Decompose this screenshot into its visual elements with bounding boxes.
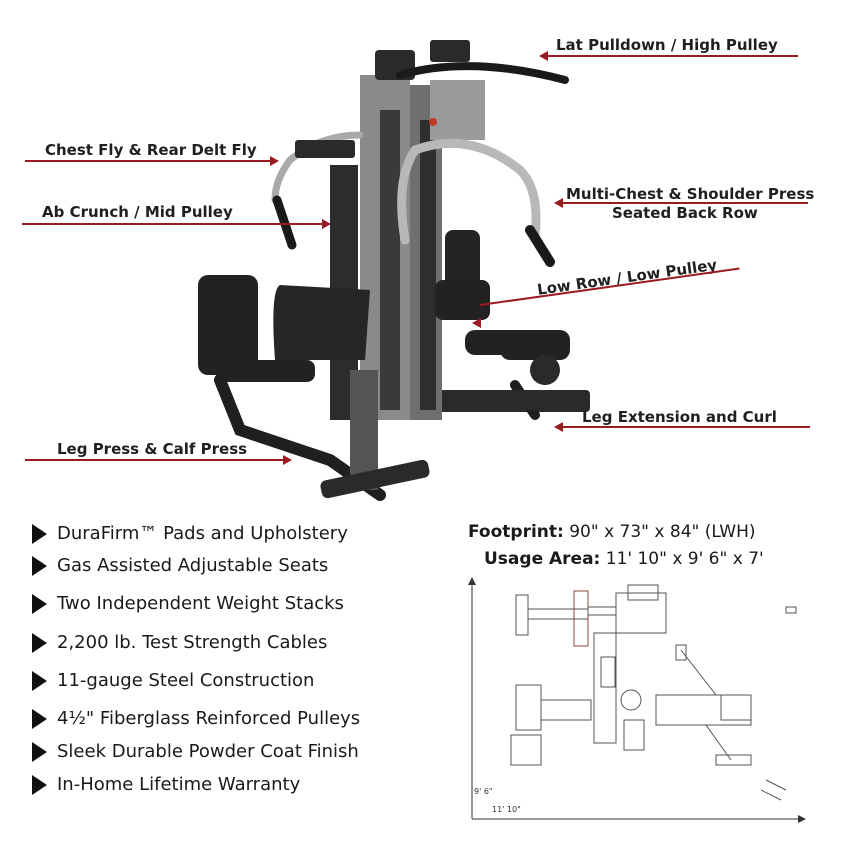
callout-chest-fly: Chest Fly & Rear Delt Fly bbox=[45, 141, 257, 159]
bullet-triangle-icon bbox=[32, 708, 47, 729]
arrow-icon bbox=[322, 219, 331, 229]
arrow-icon bbox=[554, 198, 563, 208]
callout-leg-extension: Leg Extension and Curl bbox=[582, 408, 777, 426]
callout-line-multi-chest bbox=[563, 202, 808, 204]
callout-line-leg-press bbox=[25, 459, 283, 461]
callout-line-leg-extension bbox=[563, 426, 810, 428]
callout-seated-back-row: Seated Back Row bbox=[612, 204, 758, 222]
usage-area-value: 11' 10" x 9' 6" x 7' bbox=[605, 549, 764, 569]
feature-item: Gas Assisted Adjustable Seats bbox=[32, 555, 328, 576]
feature-item: Two Independent Weight Stacks bbox=[32, 593, 344, 614]
callout-lat-pulldown: Lat Pulldown / High Pulley bbox=[556, 36, 778, 54]
usage-area-label: Usage Area: bbox=[484, 549, 601, 569]
feature-item: In-Home Lifetime Warranty bbox=[32, 774, 300, 795]
feature-item: 4½" Fiberglass Reinforced Pulleys bbox=[32, 708, 360, 729]
usage-area-line: Usage Area: 11' 10" x 9' 6" x 7' bbox=[484, 549, 764, 569]
home-gym-illustration bbox=[198, 40, 590, 501]
feature-item: DuraFirm™ Pads and Upholstery bbox=[32, 523, 348, 544]
arrow-icon bbox=[539, 51, 548, 61]
callout-leg-press: Leg Press & Calf Press bbox=[57, 440, 248, 458]
bullet-triangle-icon bbox=[32, 593, 47, 614]
feature-item: 2,200 lb. Test Strength Cables bbox=[32, 632, 327, 653]
bullet-triangle-icon bbox=[32, 774, 47, 795]
footprint-label: Footprint: bbox=[468, 522, 564, 542]
bullet-triangle-icon bbox=[32, 632, 47, 653]
footprint-diagram bbox=[468, 577, 806, 823]
callout-line-ab-crunch bbox=[22, 223, 322, 225]
arrow-icon bbox=[270, 156, 279, 166]
footprint-value: 90" x 73" x 84" (LWH) bbox=[569, 522, 756, 542]
arrow-icon bbox=[554, 422, 563, 432]
feature-item: Sleek Durable Powder Coat Finish bbox=[32, 741, 359, 762]
bullet-triangle-icon bbox=[32, 555, 47, 576]
bullet-triangle-icon bbox=[32, 741, 47, 762]
bullet-triangle-icon bbox=[32, 523, 47, 544]
arrow-icon bbox=[472, 318, 481, 328]
diagram-width-label: 11' 10" bbox=[492, 805, 521, 814]
diagram-height-label: 9' 6" bbox=[474, 787, 493, 796]
feature-item: 11-gauge Steel Construction bbox=[32, 670, 314, 691]
callout-ab-crunch: Ab Crunch / Mid Pulley bbox=[42, 203, 233, 221]
callout-line-lat-pulldown bbox=[548, 55, 798, 57]
callout-multi-chest: Multi-Chest & Shoulder Press bbox=[566, 185, 815, 203]
arrow-icon bbox=[283, 455, 292, 465]
footprint-line: Footprint: 90" x 73" x 84" (LWH) bbox=[468, 522, 756, 542]
callout-line-chest-fly bbox=[25, 160, 270, 162]
bullet-triangle-icon bbox=[32, 670, 47, 691]
